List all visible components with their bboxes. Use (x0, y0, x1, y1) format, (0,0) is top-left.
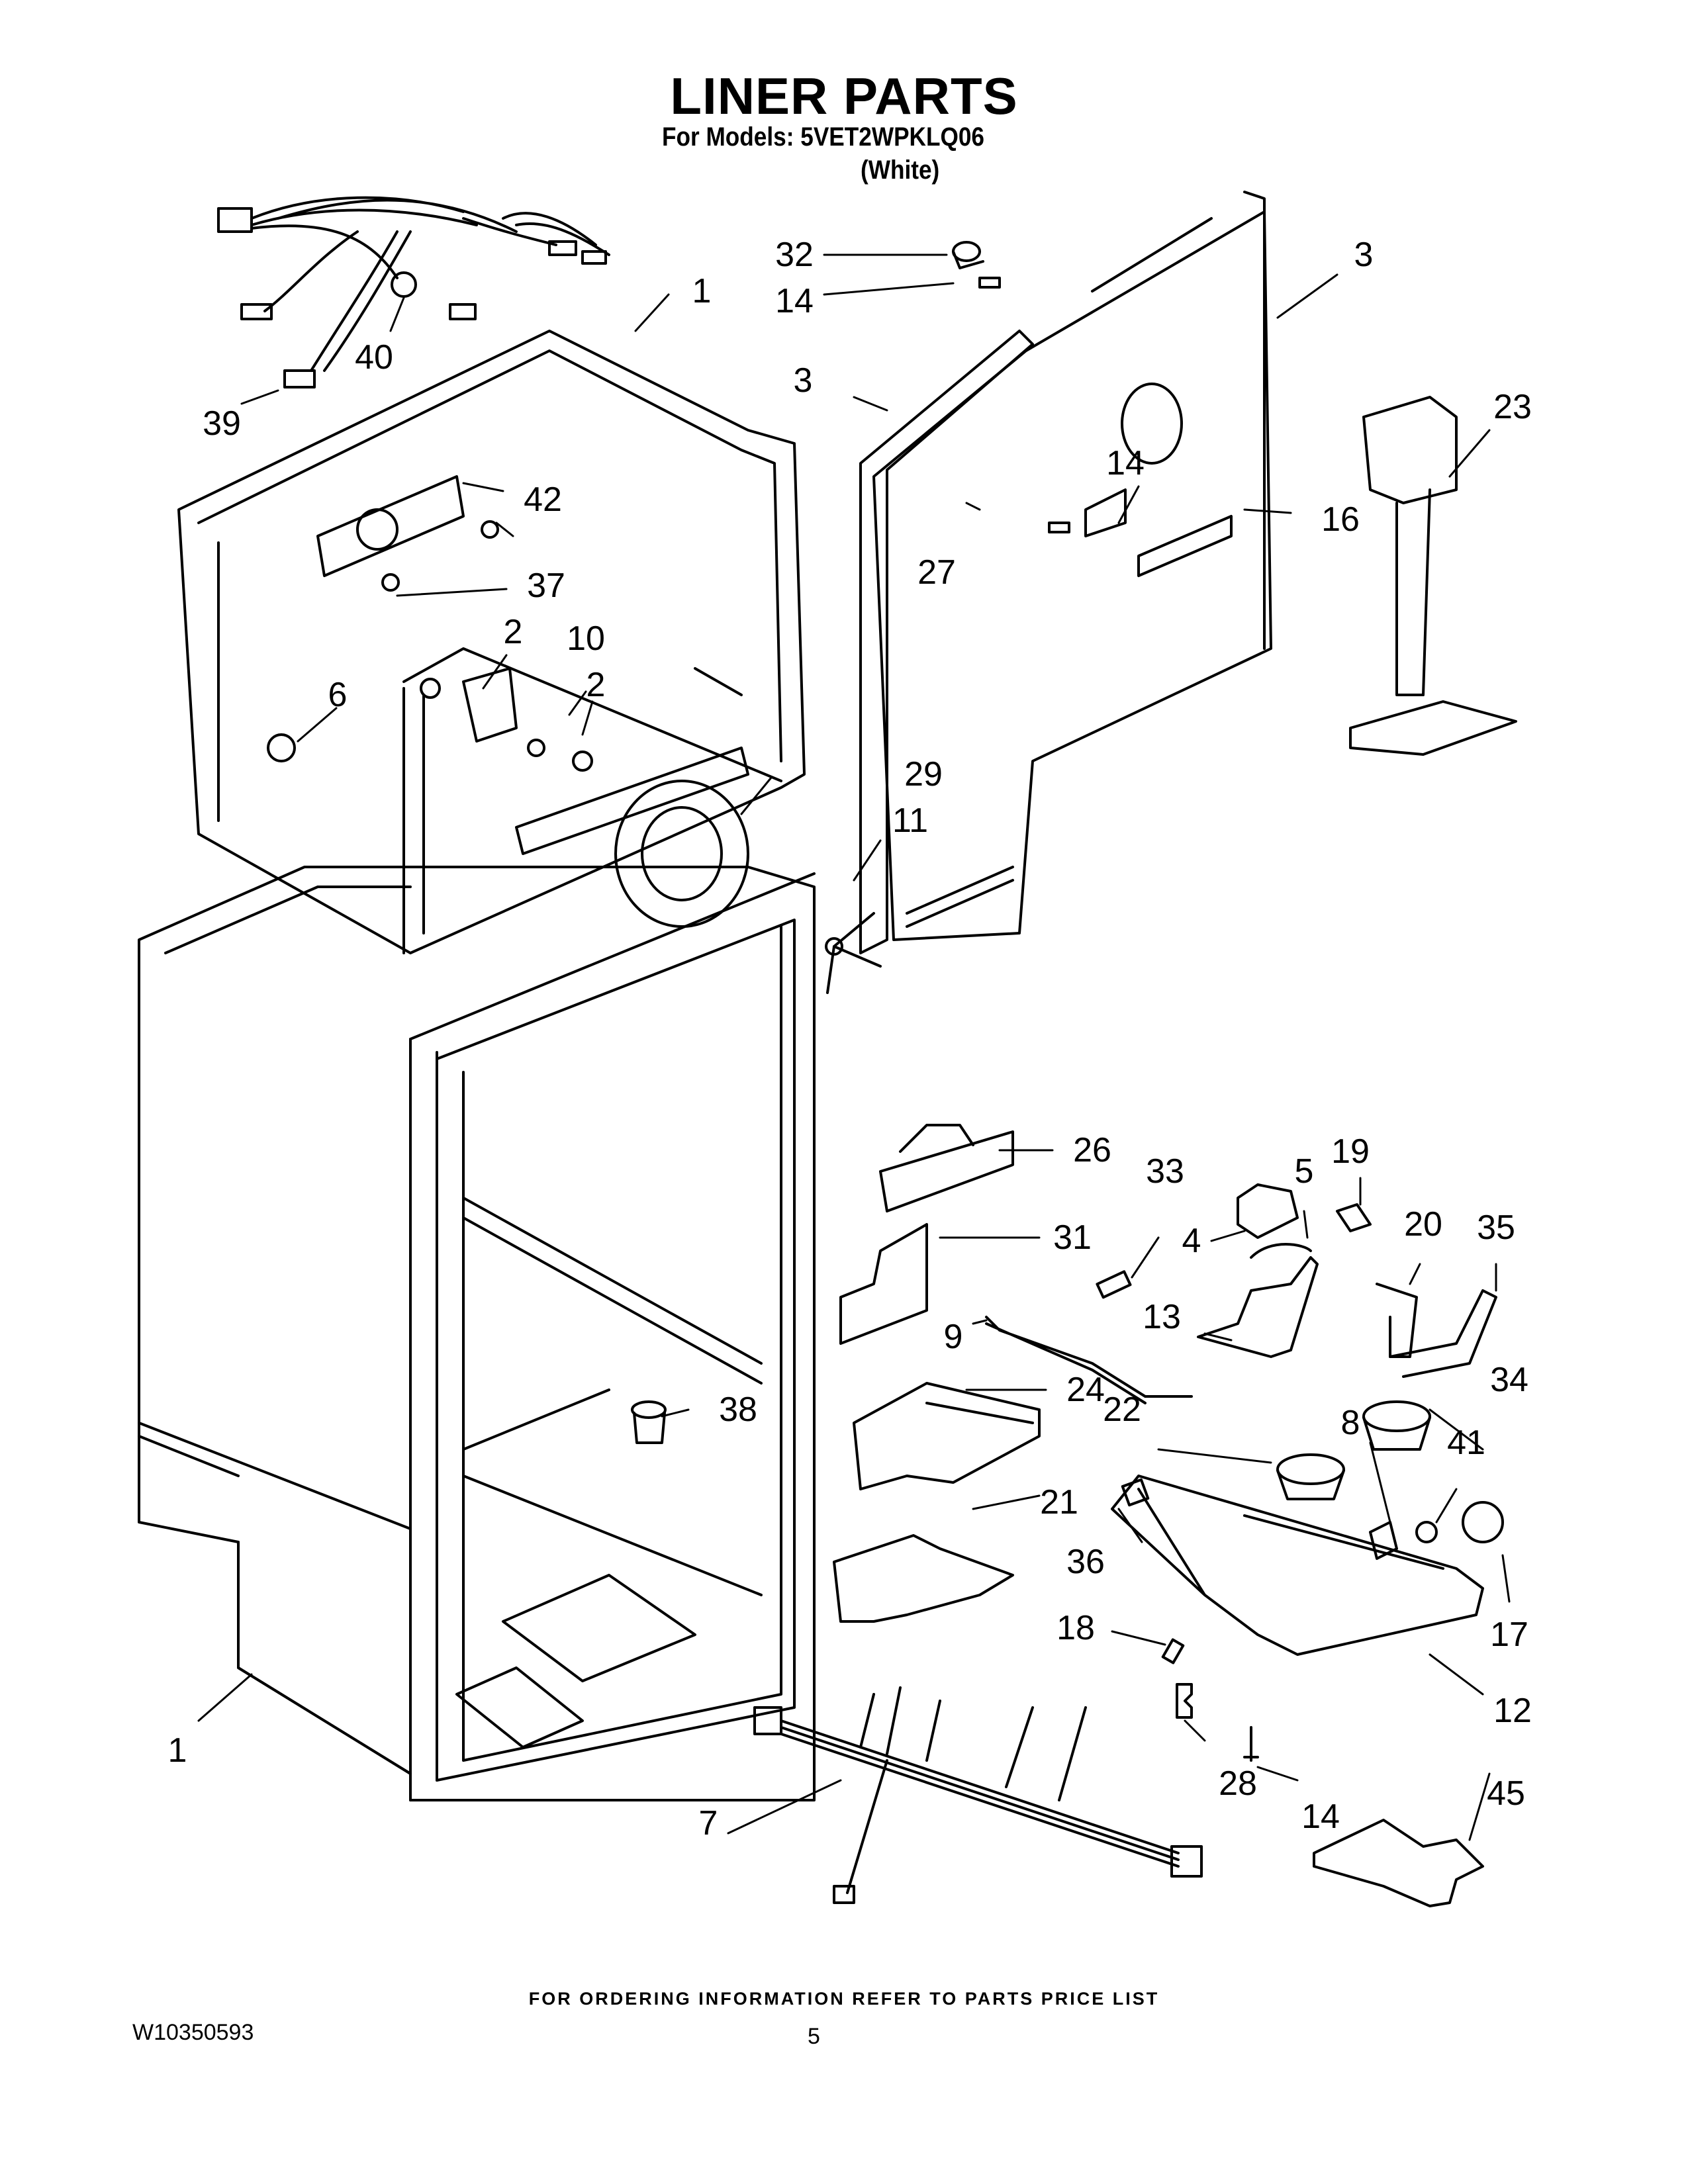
document-number: W10350593 (132, 2020, 254, 2045)
air-filter-housing (1349, 396, 1517, 756)
callout-20: 20 (1404, 1205, 1442, 1244)
bulb-17 (1462, 1501, 1504, 1543)
models-line: For Models: 5VET2WPKLQ06 (662, 122, 985, 152)
callout-36: 36 (1066, 1543, 1105, 1581)
tube-5 (1250, 1243, 1312, 1259)
clip-28 (1176, 1683, 1193, 1719)
callout-38: 38 (719, 1390, 757, 1429)
callout-12: 12 (1493, 1692, 1532, 1730)
callout-24: 24 (1066, 1371, 1105, 1409)
callout-39: 39 (203, 404, 241, 443)
fresh-food-liner (138, 866, 816, 1801)
socket-41 (1415, 1521, 1438, 1543)
callout-17: 17 (1490, 1615, 1528, 1654)
callout-6: 6 (328, 676, 348, 714)
freezer-liner (177, 330, 806, 954)
switch-19 (1336, 1203, 1372, 1232)
callout-2-upper: 2 (503, 613, 523, 651)
callout-14-mid: 14 (1106, 444, 1145, 482)
evaporator-bracket (316, 475, 499, 592)
lower-wire-harness (753, 1686, 1203, 1904)
callout-2-lower: 2 (586, 666, 606, 704)
callout-23: 23 (1493, 388, 1532, 426)
housing-12 (1111, 1475, 1484, 1656)
callout-4: 4 (1182, 1222, 1201, 1260)
bracket-31 (839, 1223, 928, 1345)
cup-22 (1276, 1453, 1345, 1485)
callout-35: 35 (1477, 1208, 1515, 1247)
callout-16: 16 (1321, 500, 1360, 539)
callout-8: 8 (1340, 1404, 1360, 1442)
callout-37: 37 (527, 567, 565, 605)
cup-34 (1362, 1400, 1431, 1432)
motor-4 (1237, 1183, 1299, 1239)
callout-3-right: 3 (1354, 236, 1374, 274)
callout-7: 7 (698, 1804, 718, 1843)
callout-28: 28 (1219, 1764, 1257, 1803)
light-housing-26 (879, 1124, 1014, 1212)
screw-14-lower (1243, 1726, 1259, 1762)
callout-14-lower: 14 (1301, 1797, 1340, 1836)
callout-9: 9 (943, 1318, 963, 1356)
callout-32: 32 (775, 236, 814, 274)
bracket-13 (1197, 1256, 1319, 1358)
callout-33: 33 (1146, 1152, 1184, 1191)
callout-26: 26 (1073, 1131, 1111, 1169)
model-color: (White) (861, 156, 940, 185)
callout-45: 45 (1487, 1774, 1525, 1813)
callout-19: 19 (1331, 1132, 1370, 1171)
callout-3-left: 3 (793, 361, 813, 400)
bracket-35 (1389, 1289, 1497, 1378)
wire-9 (985, 1316, 1193, 1404)
duct-24 (853, 1382, 1041, 1490)
callout-1-upper: 1 (692, 272, 712, 310)
callout-5: 5 (1294, 1152, 1314, 1191)
damper-control (267, 667, 593, 772)
callout-11: 11 (892, 801, 928, 840)
upper-wire-harness (217, 196, 610, 388)
pin-18 (1161, 1638, 1185, 1664)
callout-31: 31 (1053, 1218, 1092, 1257)
callout-42: 42 (524, 480, 562, 519)
callout-13: 13 (1143, 1298, 1181, 1336)
callout-41: 41 (1447, 1424, 1485, 1462)
rear-panel (859, 191, 1272, 954)
callout-1-lower: 1 (167, 1731, 187, 1770)
callout-10: 10 (567, 619, 605, 658)
leader-lines (197, 253, 1511, 1841)
page-title: LINER PARTS (670, 67, 1018, 125)
socket-8 (1369, 1521, 1398, 1560)
callout-40: 40 (355, 338, 393, 377)
callout-34: 34 (1490, 1361, 1528, 1399)
callout-22: 22 (1103, 1390, 1141, 1429)
light-socket-38 (631, 1400, 667, 1444)
pad-36 (1121, 1478, 1150, 1507)
ordering-note: FOR ORDERING INFORMATION REFER TO PARTS … (528, 1989, 1160, 2009)
clip-33 (1096, 1270, 1132, 1299)
callout-29: 29 (904, 755, 943, 794)
pad-45 (1313, 1819, 1484, 1907)
page-number: 5 (808, 2024, 820, 2049)
callout-18: 18 (1056, 1609, 1095, 1647)
callout-21: 21 (1040, 1483, 1078, 1522)
spacer-and-screws (952, 241, 1070, 533)
duct-21 (833, 1534, 1014, 1623)
arm-20 (1376, 1283, 1418, 1358)
callout-27: 27 (917, 553, 956, 592)
callout-14-top: 14 (775, 282, 814, 320)
